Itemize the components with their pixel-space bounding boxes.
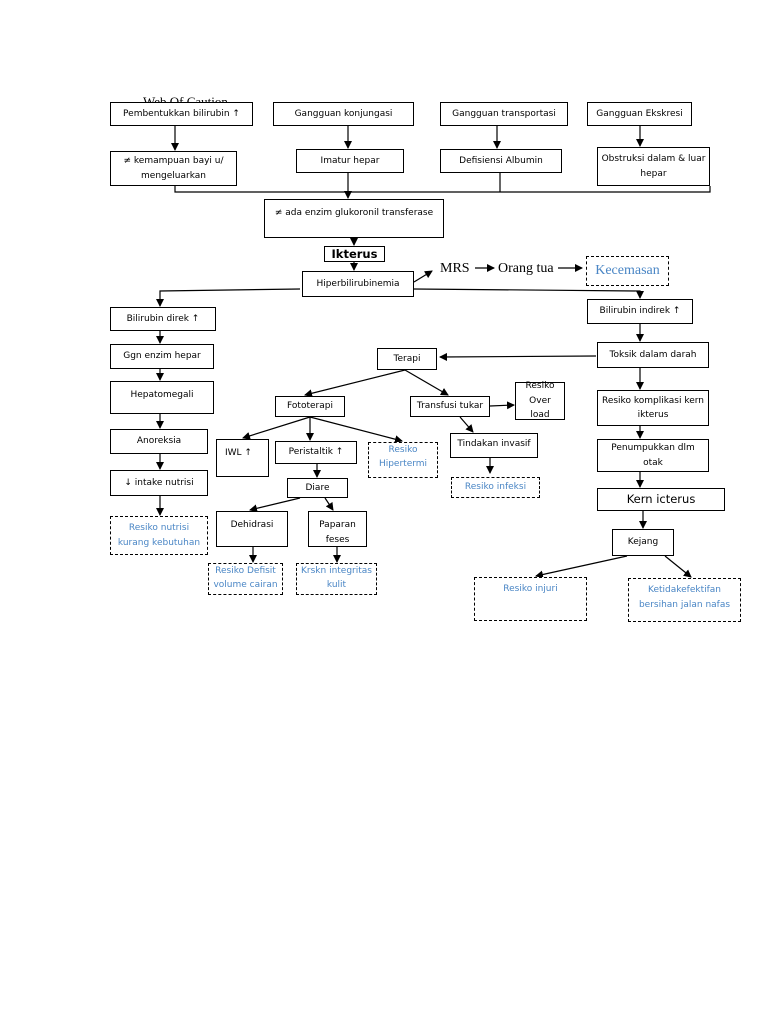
node-kern-icterus: Kern icterus — [597, 488, 725, 511]
connector — [309, 416, 403, 444]
node-gangguan-konjungasi: Gangguan konjungasi — [273, 102, 414, 126]
connector — [404, 369, 449, 396]
connector — [535, 555, 628, 579]
node-peristaltik: Peristaltik ↑ — [275, 441, 357, 464]
node-penumpukkan: Penumpukkan dlm otak — [597, 439, 709, 472]
diagnosis-nutrisi-kurang: Resiko nutrisi kurang kebutuhan — [110, 516, 208, 555]
node-terapi: Terapi — [377, 348, 437, 370]
node-resiko-komplikasi: Resiko komplikasi kern ikterus — [597, 390, 709, 426]
node-paparan-feses: Paparan feses — [308, 511, 367, 547]
node-kemampuan-bayi: ≠ kemampuan bayi u/ mengeluarkan — [110, 151, 237, 186]
node-bilirubin-direk: Bilirubin direk ↑ — [110, 307, 216, 331]
node-tindakan-invasif: Tindakan invasif — [450, 433, 538, 458]
connector — [413, 288, 644, 299]
connector — [413, 270, 433, 283]
connector — [664, 555, 692, 578]
node-hiperbilirubinemia: Hiperbilirubinemia — [302, 271, 414, 297]
node-transfusi-tukar: Transfusi tukar — [410, 396, 490, 417]
label-mrs: MRS — [440, 261, 470, 276]
node-diare: Diare — [287, 478, 348, 498]
connector — [156, 288, 301, 307]
node-kejang: Kejang — [612, 529, 674, 556]
node-enzim-glukoronil: ≠ ada enzim glukoronil transferase — [264, 199, 444, 238]
connector — [489, 401, 515, 410]
node-obstruksi: Obstruksi dalam & luar hepar — [597, 147, 710, 186]
connector — [174, 186, 711, 193]
diagnosis-resiko-injuri: Resiko injuri — [474, 577, 587, 621]
node-pembentukkan-bilirubin: Pembentukkan bilirubin ↑ — [110, 102, 253, 126]
connector — [304, 369, 406, 398]
connector — [439, 352, 597, 361]
connector — [459, 416, 474, 433]
node-defisiensi-albumin: Defisiensi Albumin — [440, 149, 562, 173]
node-imatur-hepar: Imatur hepar — [296, 149, 404, 173]
node-gangguan-transportasi: Gangguan transportasi — [440, 102, 568, 126]
label-orang-tua: Orang tua — [498, 261, 554, 276]
node-iwl: IWL ↑ — [216, 439, 269, 477]
node-anoreksia: Anoreksia — [110, 429, 208, 454]
node-dehidrasi: Dehidrasi — [216, 511, 288, 547]
connector — [249, 497, 301, 513]
node-toksik-dalam-darah: Toksik dalam darah — [597, 342, 709, 368]
diagnosis-defisit-volume-cairan: Resiko Defisit volume cairan — [208, 563, 283, 595]
node-ikterus: Ikterus — [324, 246, 385, 262]
connector — [324, 497, 334, 511]
diagnosis-resiko-hipertermi: Resiko Hipertermi — [368, 442, 438, 478]
node-fototerapi: Fototerapi — [275, 396, 345, 417]
node-intake-nutrisi: ↓ intake nutrisi — [110, 470, 208, 496]
connector — [242, 416, 311, 440]
node-ggn-enzim-hepar: Ggn enzim hepar — [110, 344, 214, 369]
diagnosis-kecemasan: Kecemasan — [586, 256, 669, 286]
node-resiko-over-load: Resiko Over load — [515, 381, 565, 420]
node-hepatomegali: Hepatomegali — [110, 381, 214, 414]
diagnosis-bersihan-jalan-nafas: Ketidakefektifan bersihan jalan nafas — [628, 578, 741, 622]
diagnosis-resiko-infeksi: Resiko infeksi — [451, 477, 540, 498]
diagnosis-integritas-kulit: Krskn integritas kulit — [296, 563, 377, 595]
node-gangguan-ekskresi: Gangguan Ekskresi — [587, 102, 692, 126]
node-bilirubin-indirek: Bilirubin indirek ↑ — [587, 299, 693, 324]
